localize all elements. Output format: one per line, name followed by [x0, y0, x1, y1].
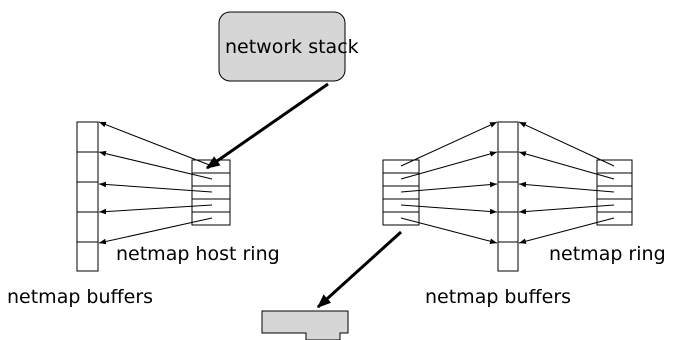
- right-buffer-column: [497, 121, 519, 272]
- nic-ring-pointers: [400, 121, 498, 244]
- buffers-right-label: netmap buffers: [425, 286, 572, 308]
- host-ring: [191, 159, 231, 226]
- nic-card-icon: [261, 310, 349, 340]
- buffers-left-label: netmap buffers: [7, 286, 154, 308]
- netmap-ring-right: [596, 159, 633, 226]
- network-stack-box: [218, 11, 346, 82]
- host-ring-pointers: [98, 121, 213, 245]
- netmap-ring-label: netmap ring: [549, 243, 666, 265]
- stack-to-host-ring-arrow: [205, 82, 329, 170]
- network-stack-label: network stack: [225, 36, 359, 58]
- nic-tx-ring: [382, 159, 420, 226]
- left-buffer-column: [76, 121, 99, 272]
- ring-to-nic-arrow: [316, 230, 403, 309]
- host-ring-label: netmap host ring: [116, 243, 280, 265]
- netmap-ring-pointers: [518, 121, 615, 244]
